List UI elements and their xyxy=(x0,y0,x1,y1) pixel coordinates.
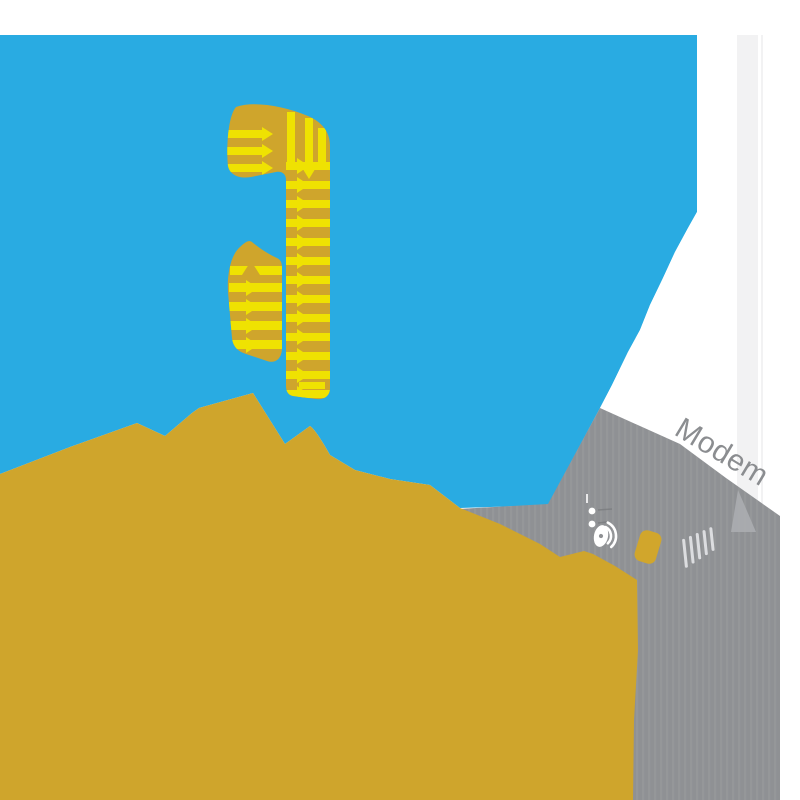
backdrop-shade-line xyxy=(761,35,763,516)
rear-vent-slit xyxy=(766,477,771,492)
arrowhead xyxy=(297,367,309,383)
status-led xyxy=(588,520,596,528)
vent-slit xyxy=(709,527,715,551)
sky-background xyxy=(0,35,697,508)
arrowhead xyxy=(262,161,273,175)
arrowhead xyxy=(297,291,309,307)
signal-arrow-stripe xyxy=(305,118,313,166)
white-backdrop xyxy=(600,35,780,516)
arrowhead xyxy=(297,215,309,231)
led-dash xyxy=(597,508,613,511)
arrowhead xyxy=(297,234,309,250)
signal-arrow-stripe xyxy=(318,128,326,164)
signal-ribbon xyxy=(227,104,330,400)
modem-button-group xyxy=(634,530,662,564)
arrowhead xyxy=(262,144,273,158)
arrowhead xyxy=(297,329,309,345)
arrowhead xyxy=(297,253,309,269)
led-dash xyxy=(597,521,608,524)
signal-arrow-stripe xyxy=(287,112,295,164)
ribbon-merge-stripe xyxy=(299,382,325,389)
vent-slit xyxy=(688,535,695,564)
arrowhead xyxy=(301,166,317,179)
modem-highlight-facet xyxy=(731,490,756,532)
status-led xyxy=(588,507,596,515)
arrowhead xyxy=(297,272,309,288)
arrowhead xyxy=(246,280,258,296)
vent-slit xyxy=(682,538,688,568)
up-arrowhead xyxy=(242,261,260,275)
arrowhead xyxy=(297,310,309,326)
signal-arrow-stripe xyxy=(227,147,262,155)
signal-arrow-stripe xyxy=(227,130,262,138)
speaker-disc-center xyxy=(598,533,604,539)
modem-front-details xyxy=(586,494,662,564)
arrowhead xyxy=(297,196,309,212)
backdrop-panel xyxy=(600,35,780,516)
signal-arrow-stripe xyxy=(227,164,262,172)
arrowhead xyxy=(297,348,309,364)
arrowhead xyxy=(297,177,309,193)
arrowhead xyxy=(262,127,273,141)
wifi-signal-icon xyxy=(604,525,613,545)
modem-rear-vents xyxy=(766,475,778,492)
vent-slit xyxy=(702,530,708,556)
vent-slit xyxy=(695,533,702,560)
arrowhead xyxy=(246,337,258,353)
arrowhead xyxy=(246,318,258,334)
speaker-disc-group xyxy=(593,521,618,549)
arrowhead xyxy=(246,299,258,315)
ribbon-path xyxy=(227,104,330,400)
modem-vent-grille xyxy=(682,527,715,568)
modem-button xyxy=(634,530,662,564)
rear-vent-slit xyxy=(774,475,778,487)
panel-tick xyxy=(586,494,588,503)
ribbon-arrow-stripes xyxy=(229,261,282,353)
mountain-range xyxy=(0,393,638,800)
wifi-signal-icon xyxy=(606,521,618,549)
ribbon-arrow-stripes xyxy=(227,112,330,400)
backdrop-shade-band xyxy=(737,35,758,516)
